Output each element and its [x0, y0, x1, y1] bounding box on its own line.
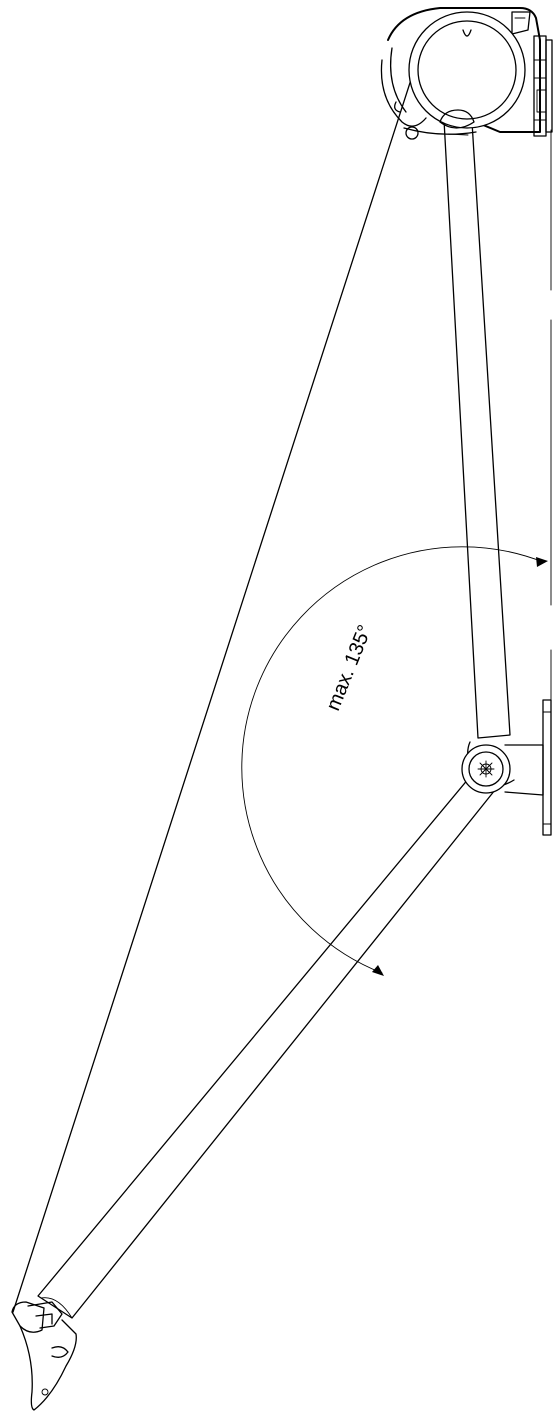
- lower-arm: [37, 759, 504, 1319]
- shoulder-joint: [439, 109, 475, 129]
- elbow-wall-bracket: [504, 699, 552, 836]
- angle-label: max. 135°: [322, 622, 376, 714]
- elbow-joint: [461, 741, 515, 794]
- angle-indicator: [241, 546, 548, 976]
- front-profile: [11, 1301, 77, 1411]
- cassette-wall-mount: [533, 35, 553, 137]
- valance-line: [12, 57, 419, 1313]
- roller-tube: [408, 11, 526, 129]
- arrow-head-bottom: [372, 965, 384, 976]
- cassette-housing: [380, 7, 541, 140]
- upper-arm: [443, 119, 511, 739]
- arrow-head-top: [536, 557, 548, 567]
